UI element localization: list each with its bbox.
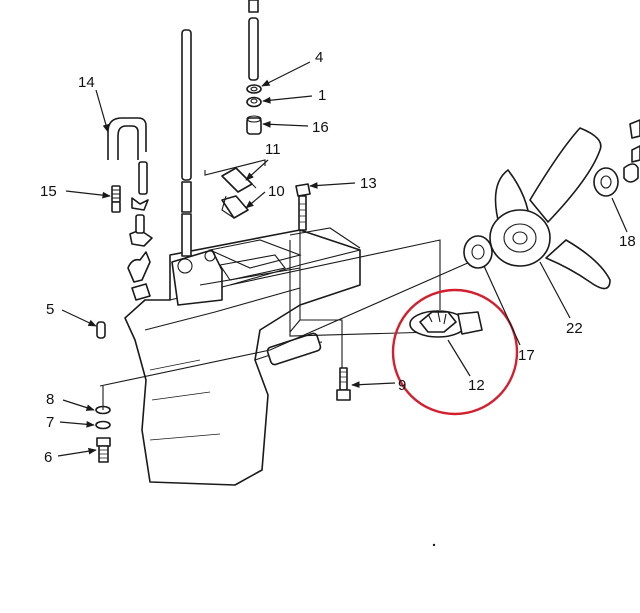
o-ring-part-1: [246, 96, 262, 108]
dowel-pin-part-5: [96, 321, 106, 339]
label-9: 9: [398, 377, 406, 394]
spring-washer-part-7: [95, 420, 111, 430]
grommet-part-11: [221, 167, 257, 193]
label-22: 22: [566, 320, 583, 337]
label-12: 12: [468, 377, 485, 394]
part-labels: 4 1 16 11 10 13 14 15 5 8 7 6 9 12 17 22…: [40, 49, 636, 466]
shift-rod: [248, 0, 259, 81]
leader-lines: [57, 61, 628, 457]
bolt-part-6: [96, 437, 111, 463]
label-1: 1: [318, 87, 326, 104]
label-18: 18: [619, 233, 636, 250]
bushing-part-16: [246, 115, 262, 135]
label-8: 8: [46, 391, 54, 408]
spacer-part-12: [409, 310, 483, 338]
label-15: 15: [40, 183, 57, 200]
label-13: 13: [360, 175, 377, 192]
label-7: 7: [46, 414, 54, 431]
oil-seal-part-4: [246, 84, 262, 94]
propeller-part-22: [489, 127, 611, 290]
screw-part-15: [111, 185, 149, 213]
clip-parts: [127, 214, 153, 301]
washer-part-18: [593, 119, 640, 197]
label-16: 16: [312, 119, 329, 136]
highlight-circle: [391, 288, 519, 416]
label-11: 11: [265, 141, 281, 158]
lower-unit-housing: [124, 227, 361, 486]
label-17: 17: [518, 347, 535, 364]
label-5: 5: [46, 301, 54, 318]
label-14: 14: [78, 74, 95, 91]
thrust-washer-part-17: [463, 235, 493, 269]
label-6: 6: [44, 449, 52, 466]
label-10: 10: [268, 183, 285, 200]
label-4: 4: [315, 49, 323, 66]
water-tube-part-14: [107, 117, 148, 195]
bolt-part-9: [336, 367, 351, 401]
drive-shaft: [181, 29, 192, 257]
bolt-part-13: [295, 183, 311, 231]
bracket-part-10: [221, 195, 249, 219]
